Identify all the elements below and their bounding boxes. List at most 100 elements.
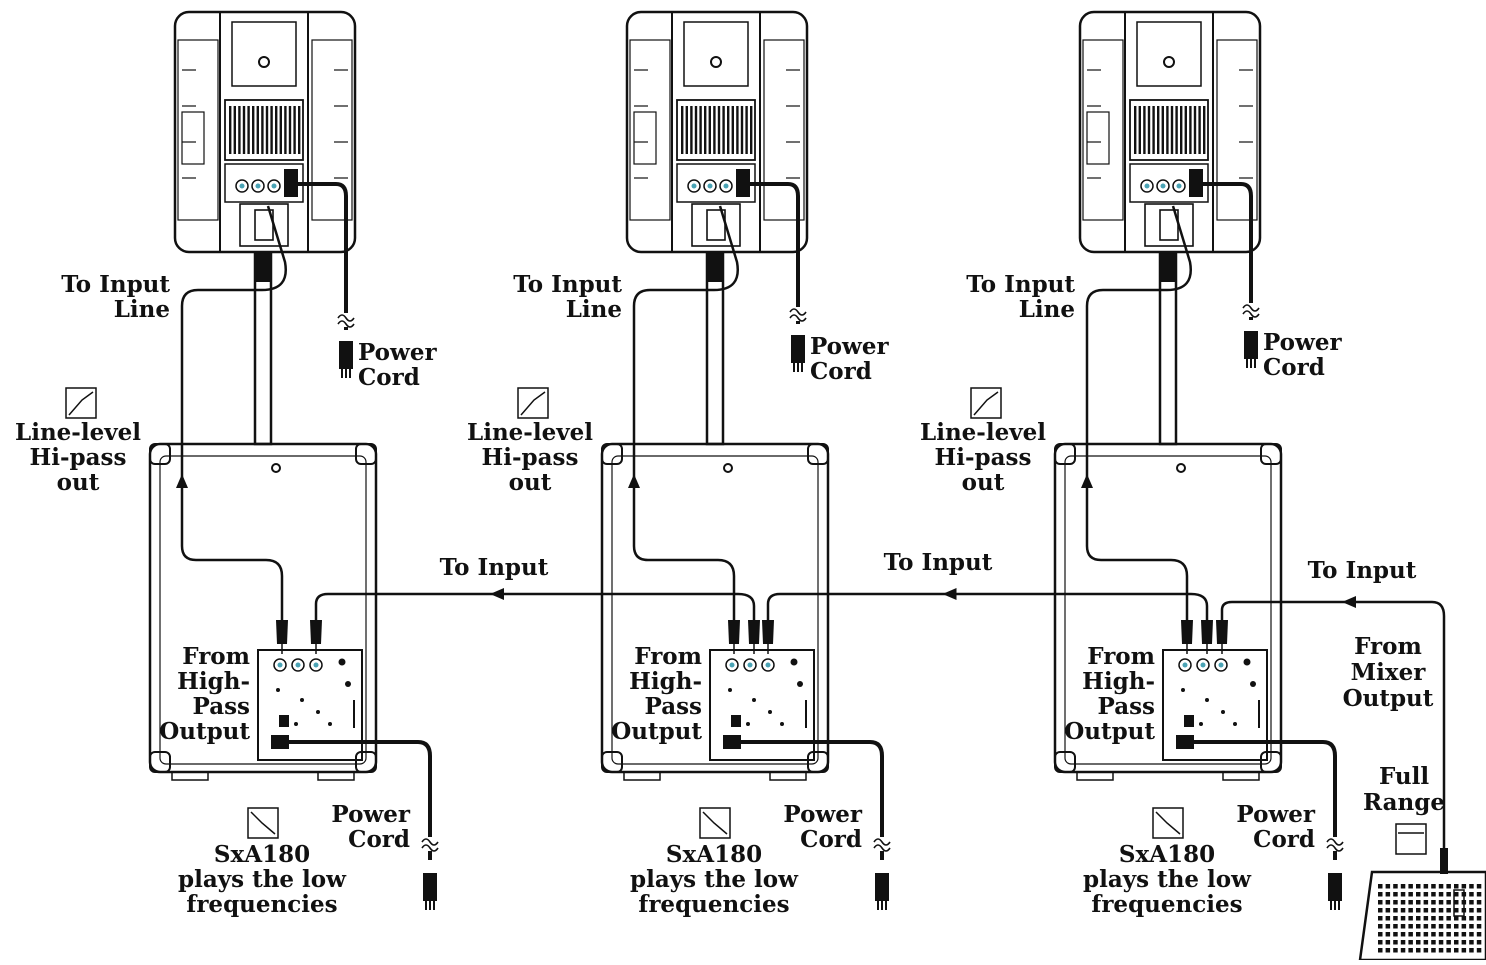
from-highpass-output-label-line: High- (629, 668, 702, 695)
power-cord-bottom-label-line: Cord (348, 826, 410, 853)
from-highpass-output-label-line: From (634, 643, 702, 670)
to-input-line-label-line: Line (566, 296, 622, 323)
to-input-label-line: To Input (884, 549, 993, 576)
from-mixer-output-label-line: Mixer (1351, 659, 1427, 686)
hi-pass-filter-icon (517, 387, 549, 419)
power-plug-icon (339, 341, 353, 378)
low-pass-filter-icon (247, 807, 279, 839)
from-mixer-output-label-line: From (1354, 633, 1422, 660)
xlr-connector-icon (762, 620, 774, 654)
to-input-label: To Input (440, 554, 549, 581)
power-plug-icon (875, 873, 889, 910)
sxa180-caption-line: SxA180 (214, 841, 310, 868)
signal-arrow (1081, 474, 1093, 488)
power-cord-bottom-label-line: Power (1236, 801, 1315, 828)
full-range-icon (1395, 823, 1427, 855)
from-highpass-output-label-line: From (1087, 643, 1155, 670)
power-cord-top-label-line: Power (358, 339, 437, 366)
pole-clamp (708, 250, 722, 282)
from-mixer-output-label-line: Output (1343, 685, 1434, 712)
signal-arrow (628, 474, 640, 488)
full-range-speaker (625, 10, 809, 254)
signal-arrow (1342, 596, 1356, 608)
power-cord-bottom-label-line: Cord (1253, 826, 1315, 853)
cable-break-icon (337, 313, 355, 328)
cable-break-icon (1242, 303, 1260, 318)
signal-arrow (942, 588, 957, 600)
power-plug-icon (1244, 331, 1258, 368)
sxa180-caption-line: frequencies (638, 891, 789, 918)
hipass-out-label-line: out (962, 469, 1005, 496)
xlr-connector-icon (1216, 620, 1228, 654)
hi-pass-filter-icon (65, 387, 97, 419)
power-cord-top-label-line: Cord (1263, 354, 1325, 381)
from-highpass-output-label-line: From (182, 643, 250, 670)
cable-break-icon (1326, 837, 1344, 852)
hipass-out-label-line: Hi-pass (935, 444, 1032, 471)
to-input-line-label-line: Line (1019, 296, 1075, 323)
full-range-speaker (173, 10, 357, 254)
hipass-out-label-line: Hi-pass (482, 444, 579, 471)
cable-break-icon (421, 837, 439, 852)
to-input-label: To Input (1308, 557, 1417, 584)
from-highpass-output-label-line: Output (611, 718, 702, 745)
hipass-out-label-line: Line-level (920, 419, 1046, 446)
from-highpass-output-label-line: Output (159, 718, 250, 745)
xlr-connector-icon (276, 620, 288, 654)
to-input-line-label-line: To Input (966, 271, 1075, 298)
from-highpass-output-label-line: Output (1064, 718, 1155, 745)
power-cord-bottom-label-line: Power (783, 801, 862, 828)
from-highpass-output-label-line: Pass (193, 693, 250, 720)
hipass-out-label-line: Hi-pass (30, 444, 127, 471)
sxa180-caption-line: frequencies (186, 891, 337, 918)
hipass-out-label-line: Line-level (467, 419, 593, 446)
low-pass-filter-icon (1152, 807, 1184, 839)
xlr-connector-icon (310, 620, 322, 654)
power-plug-icon (1328, 873, 1342, 910)
power-cord-top-label-line: Cord (810, 358, 872, 385)
hipass-out-label-line: out (57, 469, 100, 496)
to-input-line-label-line: Line (114, 296, 170, 323)
to-input-line-label-line: To Input (513, 271, 622, 298)
sxa180-caption-line: frequencies (1091, 891, 1242, 918)
hipass-out-label-line: out (509, 469, 552, 496)
sxa180-caption-line: SxA180 (1119, 841, 1215, 868)
to-input-label-line: To Input (1308, 557, 1417, 584)
power-cord-bottom-label-line: Power (331, 801, 410, 828)
power-cord-top-label-line: Cord (358, 364, 420, 391)
sxa180-caption-line: SxA180 (666, 841, 762, 868)
power-cord-bottom-label-line: Cord (800, 826, 862, 853)
power-cord-top-label-line: Power (810, 333, 889, 360)
xlr-connector-icon (748, 620, 760, 654)
pole-clamp (256, 250, 270, 282)
cable-break-icon (789, 307, 807, 322)
from-highpass-output-label-line: Pass (645, 693, 702, 720)
link-cables: To Input To Input (310, 549, 1213, 654)
power-cord-top-label-line: Power (1263, 329, 1342, 356)
low-pass-filter-icon (699, 807, 731, 839)
sxa180-caption-line: plays the low (1083, 866, 1252, 893)
signal-arrow (176, 474, 188, 488)
